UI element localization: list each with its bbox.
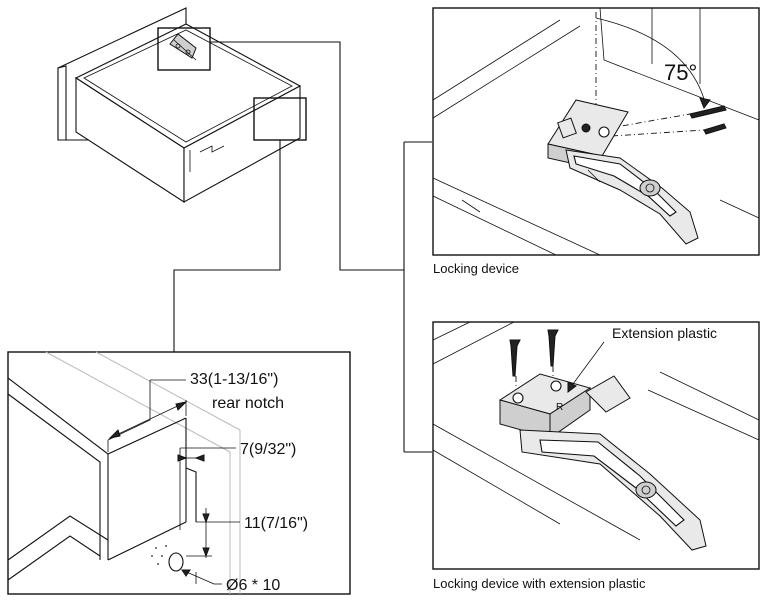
angle-label: 75° bbox=[664, 60, 697, 85]
extension-caption: Locking device with extension plastic bbox=[433, 576, 646, 591]
notch-height-label: 11(7/16") bbox=[244, 515, 308, 532]
svg-text:R: R bbox=[556, 402, 563, 413]
locking-device-caption: Locking device bbox=[433, 261, 519, 276]
notch-width-label: 33(1-13/16") bbox=[190, 371, 278, 388]
locking-device-panel: 75° bbox=[432, 7, 760, 256]
connector-lines bbox=[173, 41, 432, 453]
drawer-overview bbox=[57, 7, 307, 204]
screw-icon bbox=[609, 105, 727, 137]
notch-width-sublabel: rear notch bbox=[212, 395, 284, 412]
screw-icon bbox=[509, 329, 559, 398]
notch-depth-label: 7(9/32") bbox=[240, 441, 296, 458]
extension-panel: R Extension plastic bbox=[432, 321, 760, 570]
rear-notch-panel: 33(1-13/16") rear notch 7(9/32") 11(7/16… bbox=[7, 351, 351, 595]
hole-size-label: Ø6 * 10 bbox=[226, 577, 280, 594]
extension-plastic-label: Extension plastic bbox=[612, 325, 717, 341]
